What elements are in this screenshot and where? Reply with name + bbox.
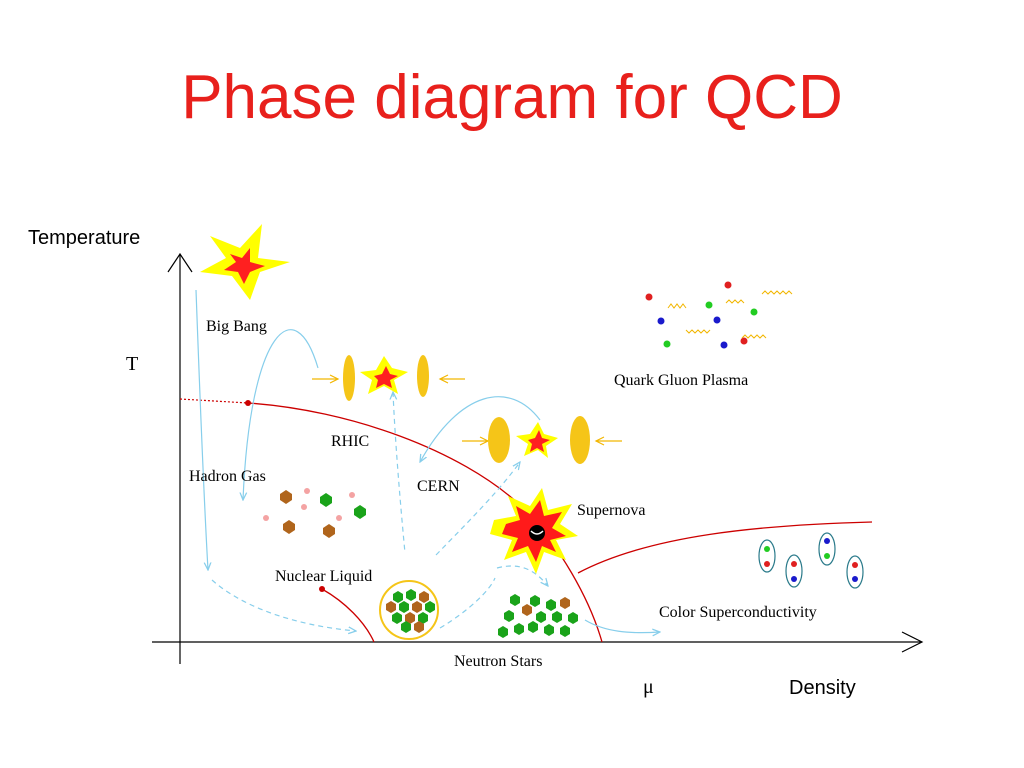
slide-title: Phase diagram for QCD [181, 63, 843, 132]
liquid-gas-line [321, 588, 375, 643]
region-labels: Big Bang RHIC CERN Hadron Gas Nuclear Li… [189, 318, 817, 670]
cern-dashed-return [435, 462, 520, 556]
nucleus-icon [379, 580, 439, 640]
label-nuclear-liquid: Nuclear Liquid [275, 568, 372, 585]
nuclear-endpoint [319, 586, 325, 592]
cern-collision-icon [462, 416, 622, 464]
neutron-star-matter-icon [498, 594, 578, 638]
axes: T μ [126, 252, 924, 698]
rhic-collision-icon [312, 355, 465, 401]
y-axis-arrow-icon [167, 252, 193, 273]
label-color-superconductivity: Color Superconductivity [659, 604, 817, 621]
cooper-pairs-icon [758, 532, 864, 589]
critical-point [245, 400, 251, 406]
label-supernova: Supernova [577, 502, 645, 519]
supernova-icon [490, 488, 578, 574]
label-neutron-stars: Neutron Stars [454, 653, 542, 670]
hadron-gas-particles [263, 488, 366, 538]
big-bang-trajectory [195, 289, 208, 570]
x-axis-arrow-icon [901, 631, 924, 653]
supernova-to-star-dashed [496, 565, 548, 586]
cooling-dashed-path [211, 579, 356, 631]
y-axis-label: Temperature [28, 227, 141, 249]
crossover-line [179, 398, 249, 404]
big-bang-star-icon [200, 224, 290, 300]
cern-trajectory [420, 396, 541, 462]
quark-gluon-plasma-icon [645, 281, 793, 349]
neutron-star-trajectory [584, 619, 660, 633]
rhic-trajectory [243, 329, 319, 500]
x-axis-label: Density [789, 677, 856, 699]
label-cern: CERN [417, 478, 460, 495]
y-axis-symbol: T [126, 353, 138, 375]
nuclear-to-star-dashed [439, 577, 496, 629]
label-quark-gluon-plasma: Quark Gluon Plasma [614, 372, 748, 389]
trajectories [195, 289, 660, 633]
label-hadron-gas: Hadron Gas [189, 468, 266, 485]
label-big-bang: Big Bang [206, 318, 267, 335]
x-axis-symbol: μ [643, 676, 654, 698]
deconfinement-line [247, 402, 603, 643]
rhic-dashed-return [393, 392, 406, 554]
csc-boundary-line [577, 521, 873, 574]
phase-boundaries [179, 398, 873, 643]
label-rhic: RHIC [331, 433, 369, 450]
